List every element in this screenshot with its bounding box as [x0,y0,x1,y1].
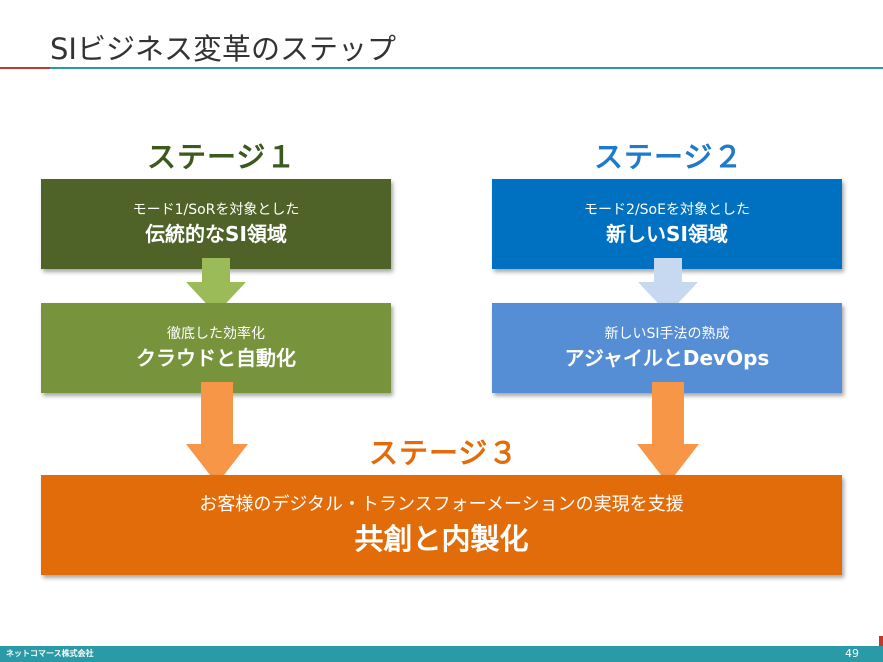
stage3-box-heading: 共創と内製化 [354,522,529,556]
stage1-box2-heading: クラウドと自動化 [136,346,296,370]
stage3-co-creation-box: お客様のデジタル・トランスフォーメーションの実現を支援 共創と内製化 [41,475,842,575]
stage1-box1-subtitle: モード1/SoRを対象とした [132,202,300,218]
stage1-box2-subtitle: 徹底した効率化 [167,326,265,342]
stage2-box1-heading: 新しいSI領域 [606,222,728,246]
stage1-cloud-automation-box: 徹底した効率化 クラウドと自動化 [41,303,391,393]
footer-bar: ネットコマース株式会社 49 [0,646,883,662]
stage1-green-down-arrow [186,258,246,314]
stage3-box-subtitle: お客様のデジタル・トランスフォーメーションの実現を支援 [199,494,684,515]
slide-title: SIビジネス変革のステップ [50,32,396,66]
stage1-box1-heading: 伝統的なSI領域 [145,222,287,246]
stage3-label: ステージ３ [369,436,519,470]
title-divider-rule [50,67,883,69]
page-number: 49 [845,647,859,660]
company-name: ネットコマース株式会社 [6,649,94,658]
stage1-traditional-si-box: モード1/SoRを対象とした 伝統的なSI領域 [41,179,391,269]
stage1-to-stage3-orange-arrow [186,382,248,484]
stage2-light-blue-down-arrow [638,258,698,314]
stage2-box2-subtitle: 新しいSI手法の熟成 [604,326,730,342]
stage2-label: ステージ２ [594,140,744,174]
stage2-to-stage3-orange-arrow [637,382,699,484]
stage2-box2-heading: アジャイルとDevOps [564,346,770,370]
title-accent-rule [0,67,50,69]
stage1-label: ステージ１ [147,140,297,174]
stage2-box1-subtitle: モード2/SoEを対象とした [584,202,750,218]
stage2-new-si-box: モード2/SoEを対象とした 新しいSI領域 [492,179,842,269]
stage2-agile-devops-box: 新しいSI手法の熟成 アジャイルとDevOps [492,303,842,393]
